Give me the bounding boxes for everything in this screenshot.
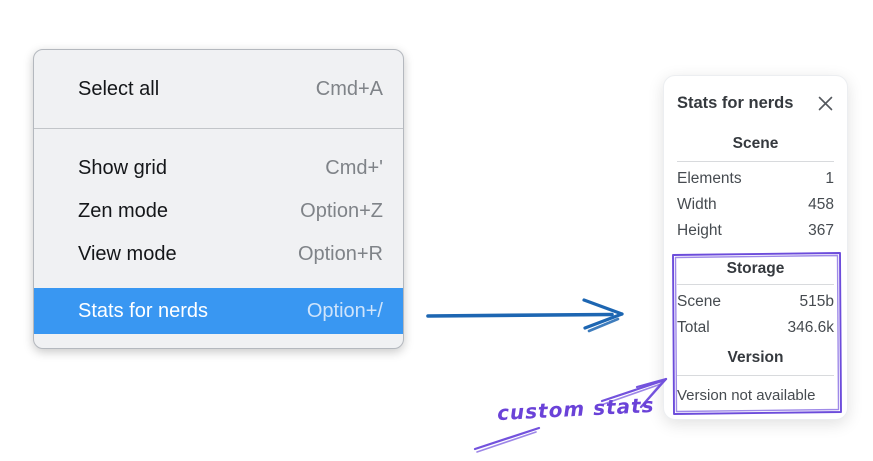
stat-value: 515b [799, 293, 834, 310]
stat-label: Scene [677, 293, 721, 310]
menu-item-label: Zen mode [78, 200, 169, 222]
menu-item-shortcut: Option+Z [300, 200, 383, 222]
menu-item-show-grid[interactable]: Show grid Cmd+' [34, 147, 403, 190]
stats-panel-titlebar: Stats for nerds [677, 92, 834, 114]
menu-item-label: View mode [78, 243, 177, 265]
menu-item-shortcut: Cmd+A [315, 78, 383, 100]
stats-panel-title: Stats for nerds [677, 93, 794, 112]
stat-row-width: Width 458 [677, 192, 834, 218]
menu-item-shortcut: Option+R [297, 243, 383, 265]
version-note: Version not available [677, 386, 816, 404]
menu-item-select-all[interactable]: Select all Cmd+A [34, 68, 403, 111]
stat-value: 1 [825, 170, 834, 187]
section-divider [677, 161, 834, 162]
menu-divider [34, 128, 403, 129]
section-heading-scene: Scene [732, 135, 779, 152]
stat-label: Elements [677, 170, 742, 187]
stat-row-height: Height 367 [677, 218, 834, 244]
custom-stats-annotation: custom stats [496, 392, 656, 426]
menu-item-stats-for-nerds[interactable]: Stats for nerds Option+/ [34, 288, 403, 334]
menu-item-label: Stats for nerds [78, 299, 209, 322]
stat-label: Width [677, 196, 717, 213]
stat-label: Total [677, 319, 710, 336]
stat-label: Height [677, 222, 722, 239]
section-divider [677, 375, 834, 376]
stat-row-total-storage: Total 346.6k [677, 315, 834, 341]
menu-item-shortcut: Cmd+' [325, 157, 383, 179]
stat-row-elements: Elements 1 [677, 166, 834, 192]
menu-item-label: Select all [78, 78, 160, 100]
menu-item-view-mode[interactable]: View mode Option+R [34, 233, 403, 276]
stat-value: 346.6k [787, 319, 834, 336]
menu-item-shortcut: Option+/ [306, 299, 383, 322]
close-button[interactable] [816, 94, 834, 112]
section-heading-version: Version [727, 349, 784, 366]
section-heading-storage: Storage [726, 260, 785, 277]
blue-arrow [426, 298, 624, 333]
context-menu: Select all Cmd+A Show grid Cmd+' Zen mod… [33, 49, 404, 349]
stat-value: 367 [808, 222, 834, 239]
stats-panel: Stats for nerds Scene Elements 1 Width 4… [663, 75, 848, 420]
stat-row-scene-storage: Scene 515b [677, 289, 834, 315]
stat-value: 458 [808, 196, 834, 213]
menu-item-zen-mode[interactable]: Zen mode Option+Z [34, 190, 403, 233]
section-divider [677, 284, 834, 285]
menu-item-label: Show grid [78, 157, 167, 179]
close-icon [818, 96, 832, 110]
